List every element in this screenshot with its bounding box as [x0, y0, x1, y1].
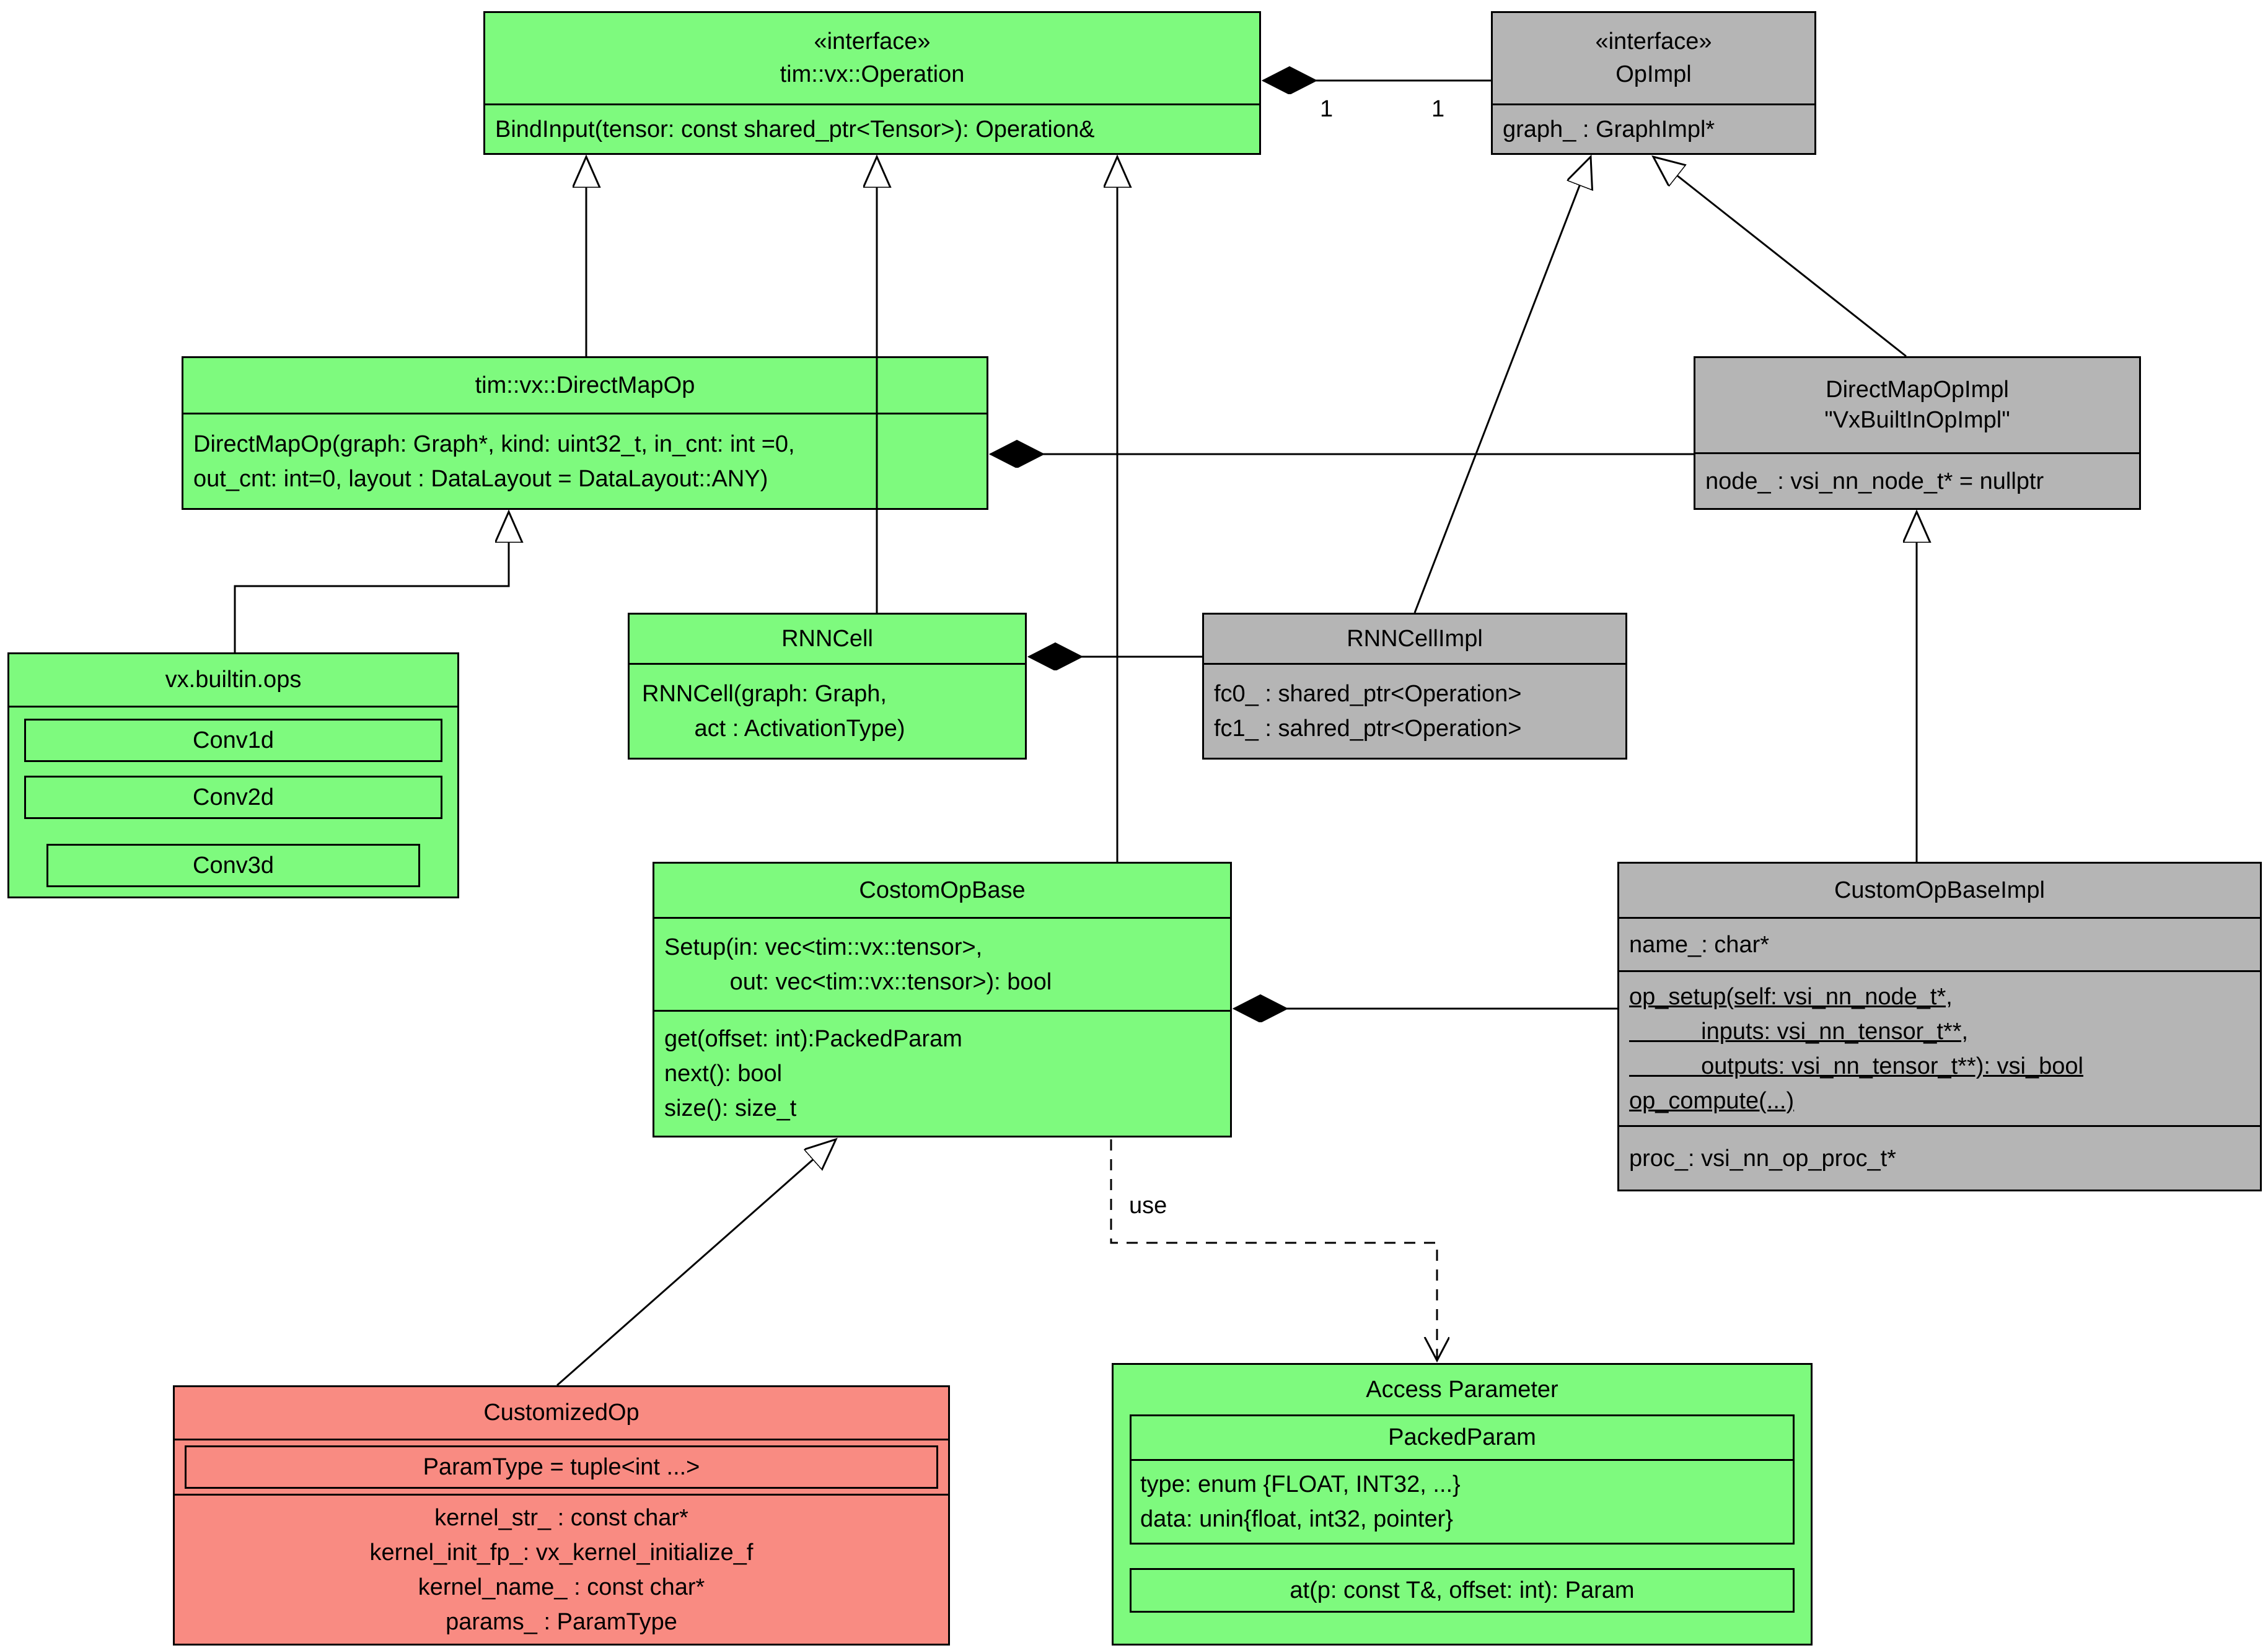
packedparam-title: PackedParam: [1132, 1416, 1793, 1461]
directmapop-ctor-line1: DirectMapOp(graph: Graph*, kind: uint32_…: [193, 431, 795, 457]
class-directmapop: tim::vx::DirectMapOp DirectMapOp(graph: …: [182, 356, 988, 510]
label-use: use: [1129, 1193, 1167, 1219]
customopbaseimpl-attr-proc: proc_: vsi_nn_op_proc_t*: [1619, 1125, 2260, 1190]
customopbaseimpl-proc-field: proc_: vsi_nn_op_proc_t*: [1629, 1145, 1896, 1172]
costomopbase-title: CostomOpBase: [859, 877, 1026, 903]
customizedop-paramtype: ParamType = tuple<int ...>: [185, 1445, 938, 1489]
customizedop-field-params: params_ : ParamType: [446, 1608, 677, 1635]
accessparameter-title: Access Parameter: [1366, 1376, 1558, 1403]
class-operation-header: «interface» tim::vx::Operation: [485, 13, 1259, 103]
vxbuiltinops-title: vx.builtin.ops: [9, 654, 457, 708]
rnncellimpl-attr-fc0: fc0_ : shared_ptr<Operation>: [1214, 681, 1522, 707]
customizedop-field-kernelinitfp: kernel_init_fp_: vx_kernel_initialize_f: [369, 1539, 754, 1566]
rnncell-methods: RNNCell(graph: Graph, act : ActivationTy…: [630, 663, 1025, 758]
class-conv2d: Conv2d: [24, 776, 442, 819]
customopbaseimpl-opsetup-line1: op_setup(self: vsi_nn_node_t*,: [1629, 983, 1953, 1010]
costomopbase-method-size: size(): size_t: [664, 1095, 797, 1121]
edge-gen-directmapopimpl-opimpl: [1653, 157, 1907, 357]
costomopbase-method-get: get(offset: int):PackedParam: [664, 1026, 962, 1052]
costomopbase-setup: Setup(in: vec<tim::vx::tensor>, out: vec…: [654, 917, 1230, 1010]
customopbaseimpl-operations: op_setup(self: vsi_nn_node_t*, inputs: v…: [1619, 970, 2260, 1125]
opimpl-attributes: graph_ : GraphImpl*: [1493, 103, 1814, 153]
directmapopimpl-header: DirectMapOpImpl "VxBuiltInOpImpl": [1695, 358, 2139, 452]
class-conv1d: Conv1d: [24, 719, 442, 762]
costomopbase-method-next: next(): bool: [664, 1061, 783, 1087]
operation-stereotype: «interface»: [814, 28, 931, 55]
opimpl-stereotype: «interface»: [1595, 28, 1712, 55]
costomopbase-methods: get(offset: int):PackedParam next(): boo…: [654, 1010, 1230, 1136]
package-vxbuiltinops: vx.builtin.ops Conv1d Conv2d Conv3d: [7, 652, 459, 898]
customopbaseimpl-opsetup-line2: inputs: vsi_nn_tensor_t**,: [1629, 1018, 1969, 1045]
class-operation: «interface» tim::vx::Operation BindInput…: [483, 11, 1261, 155]
customopbaseimpl-title: CustomOpBaseImpl: [1834, 877, 2045, 903]
edge-gen-vxbuiltinops-directmapop: [234, 512, 509, 652]
customopbaseimpl-name-field: name_: char*: [1629, 931, 1770, 958]
class-costomopbase: CostomOpBase Setup(in: vec<tim::vx::tens…: [653, 862, 1232, 1137]
customopbaseimpl-attr-name: name_: char*: [1619, 917, 2260, 970]
customopbaseimpl-opsetup-line3: outputs: vsi_nn_tensor_t**): vsi_bool: [1629, 1053, 2083, 1079]
label-multiplicity-right: 1: [1431, 96, 1444, 122]
edge-gen-rnncellimpl-opimpl: [1413, 157, 1591, 613]
packedparam-field-type: type: enum {FLOAT, INT32, ...}: [1140, 1471, 1461, 1497]
class-directmapopimpl: DirectMapOpImpl "VxBuiltInOpImpl" node_ …: [1694, 356, 2141, 510]
edge-dep-costomopbase-accessparameter: [1110, 1139, 1437, 1361]
costomopbase-setup-line2: out: vec<tim::vx::tensor>): bool: [664, 968, 1052, 995]
package-accessparameter: Access Parameter PackedParam type: enum …: [1112, 1363, 1813, 1646]
operation-method-bindinput: BindInput(tensor: const shared_ptr<Tenso…: [495, 116, 1095, 142]
packedparam-at-method: at(p: const T&, offset: int): Param: [1130, 1568, 1795, 1613]
customizedop-field-kernelname: kernel_name_ : const char*: [418, 1574, 705, 1600]
directmapop-ctor-line2: out_cnt: int=0, layout : DataLayout = Da…: [193, 465, 768, 492]
customizedop-title: CustomizedOp: [175, 1387, 948, 1440]
customizedop-fields: kernel_str_ : const char* kernel_init_fp…: [175, 1496, 948, 1644]
directmapopimpl-title: DirectMapOpImpl: [1826, 377, 2009, 403]
class-opimpl-header: «interface» OpImpl: [1493, 13, 1814, 103]
opimpl-attr-graph: graph_ : GraphImpl*: [1503, 116, 1715, 142]
packedparam-field-data: data: unin{float, int32, pointer}: [1140, 1506, 1453, 1532]
customizedop-field-kernelstr: kernel_str_ : const char*: [434, 1504, 688, 1531]
directmapopimpl-subtitle: "VxBuiltInOpImpl": [1824, 407, 2010, 433]
class-customopbaseimpl: CustomOpBaseImpl name_: char* op_setup(s…: [1617, 862, 2262, 1191]
packedparam-fields: type: enum {FLOAT, INT32, ...} data: uni…: [1132, 1461, 1793, 1543]
rnncellimpl-attr-fc1: fc1_ : sahred_ptr<Operation>: [1214, 716, 1522, 742]
class-rnncell: RNNCell RNNCell(graph: Graph, act : Acti…: [628, 613, 1027, 760]
operation-methods: BindInput(tensor: const shared_ptr<Tenso…: [485, 103, 1259, 153]
rnncellimpl-title: RNNCellImpl: [1347, 625, 1483, 652]
class-customizedop: CustomizedOp ParamType = tuple<int ...> …: [173, 1385, 950, 1646]
costomopbase-setup-line1: Setup(in: vec<tim::vx::tensor>,: [664, 934, 983, 960]
class-opimpl: «interface» OpImpl graph_ : GraphImpl*: [1491, 11, 1816, 155]
class-packedparam: PackedParam type: enum {FLOAT, INT32, ..…: [1130, 1414, 1795, 1545]
directmapop-methods: DirectMapOp(graph: Graph*, kind: uint32_…: [183, 413, 987, 508]
rnncell-title: RNNCell: [781, 625, 873, 652]
opimpl-title: OpImpl: [1615, 61, 1692, 87]
vxbuiltinops-body: Conv1d Conv2d Conv3d: [9, 708, 457, 896]
class-conv3d: Conv3d: [46, 844, 420, 887]
rnncellimpl-attributes: fc0_ : shared_ptr<Operation> fc1_ : sahr…: [1204, 663, 1625, 758]
directmapop-title: tim::vx::DirectMapOp: [475, 372, 695, 398]
label-multiplicity-left: 1: [1320, 96, 1333, 122]
directmapopimpl-attr-node: node_ : vsi_nn_node_t* = nullptr: [1705, 468, 2044, 494]
operation-title: tim::vx::Operation: [780, 61, 965, 87]
directmapopimpl-attributes: node_ : vsi_nn_node_t* = nullptr: [1695, 452, 2139, 508]
edge-gen-customizedop-costomopbase: [556, 1139, 836, 1387]
rnncell-ctor-line1: RNNCell(graph: Graph,: [642, 681, 887, 707]
class-rnncellimpl: RNNCellImpl fc0_ : shared_ptr<Operation>…: [1202, 613, 1627, 760]
customopbaseimpl-opcompute: op_compute(...): [1629, 1087, 1795, 1114]
customizedop-separator: [175, 1494, 948, 1496]
rnncell-ctor-line2: act : ActivationType): [642, 716, 905, 742]
